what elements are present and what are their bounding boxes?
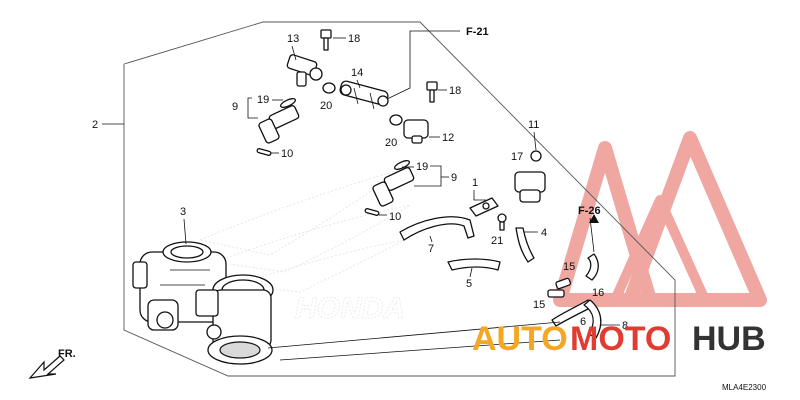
ref-f21-label: F-21: [466, 26, 489, 38]
part-label-10b: 10: [389, 211, 401, 223]
watermark-word-left: AUTO: [472, 320, 568, 358]
bracket-1: [469, 197, 499, 217]
watermark-word-right: HUB: [692, 320, 766, 358]
part-label-1: 1: [472, 177, 478, 189]
part-label-20a: 20: [320, 100, 332, 112]
assembly-frame: [123, 21, 676, 377]
watermark-word-mid: MOTO: [570, 320, 671, 358]
oring-20-lower: [389, 114, 403, 126]
ref-f26-label: F-26: [578, 205, 601, 217]
ref-f26: F-26: [578, 205, 601, 253]
direction-label: FR.: [58, 348, 76, 360]
bolt-18-right: [426, 81, 438, 103]
part-label-20b: 20: [385, 137, 397, 149]
part-label-5: 5: [466, 278, 472, 290]
part-label-19b: 19: [416, 161, 428, 173]
part-label-18a: 18: [348, 33, 360, 45]
hose-8: [583, 299, 602, 339]
part-label-21: 21: [491, 235, 503, 247]
part-label-17: 17: [511, 151, 523, 163]
part-label-4: 4: [541, 227, 547, 239]
part-label-11: 11: [528, 119, 539, 131]
part-label-18b: 18: [449, 85, 461, 97]
part-label-8: 8: [622, 320, 628, 332]
hose-4: [515, 227, 535, 263]
bolt-21: [497, 213, 507, 231]
part-label-10a: 10: [281, 148, 293, 160]
hose-5: [447, 258, 501, 271]
joint-15-upper: [555, 277, 572, 290]
seal-10-upper: [256, 148, 272, 156]
fuel-injector-upper: [258, 98, 300, 144]
bolt-18-upper: [320, 29, 332, 51]
part-label-19a: 19: [257, 94, 269, 106]
fuel-pipe-joint: [286, 54, 323, 87]
fuel-pipe: [339, 80, 389, 110]
watermark-triangle-logo: [553, 131, 767, 307]
seal-10-lower: [364, 208, 380, 216]
ref-f21: F-21: [384, 26, 489, 101]
part-label-3: 3: [180, 206, 186, 218]
part-label-13: 13: [287, 33, 299, 45]
sensor-17: [514, 150, 546, 203]
diagram-code: MLA4E2300: [722, 383, 767, 392]
oring-20-upper: [322, 82, 336, 94]
direction-arrow-icon: [28, 355, 65, 379]
fuel-injector-lower: [372, 160, 415, 207]
part-label-15a: 15: [563, 261, 575, 273]
part-label-2: 2: [92, 119, 98, 131]
throttle-body: [132, 241, 274, 365]
part-label-16: 16: [592, 287, 604, 299]
part-label-9b: 9: [451, 172, 457, 184]
part-label-6: 6: [580, 316, 586, 328]
part-label-15b: 15: [533, 299, 545, 311]
part-label-12: 12: [442, 132, 454, 144]
joint-15-lower: [547, 289, 565, 298]
part-label-7: 7: [428, 243, 434, 255]
end-cap-12: [403, 119, 429, 144]
watermark-brand: AUTO MOTO HUB: [472, 320, 766, 358]
hose-16: [585, 253, 599, 281]
hose-7: [399, 216, 475, 241]
background-logo-text: HONDA: [295, 292, 405, 325]
part-label-9a: 9: [232, 101, 238, 113]
part-label-14: 14: [351, 67, 363, 79]
